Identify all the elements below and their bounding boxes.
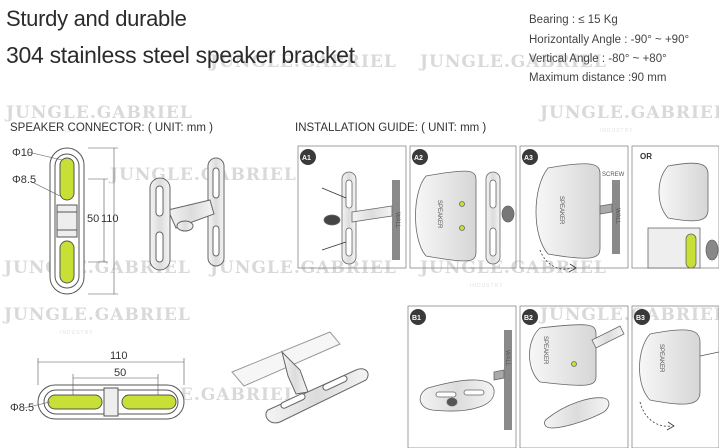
watermark-sub: INDUSTRY <box>60 128 94 134</box>
guide-section-title: INSTALLATION GUIDE: ( UNIT: mm ) <box>295 122 487 134</box>
panel-b1-illustration <box>419 330 512 430</box>
bracket-3d-bottom <box>231 331 369 424</box>
horizontal-connector-drawing <box>23 358 185 420</box>
bracket-3d-top <box>149 157 225 271</box>
watermark: JUNGLE.GABRIEL <box>540 103 719 123</box>
watermark: JUNGLE.GABRIEL <box>540 305 719 325</box>
speaker-label-a2: SPEAKER <box>436 200 442 229</box>
wall-label-a3: WALL <box>614 208 620 225</box>
wall-label-b1: WALL <box>504 350 510 367</box>
step-a2: A2 <box>414 155 423 162</box>
step-a1: A1 <box>302 155 311 162</box>
speaker-label-b3: SPEAKER <box>658 344 664 373</box>
spec-bearing: Bearing : ≤ 15 Kg <box>529 14 618 26</box>
watermark-sub: INDUSTRY <box>470 283 504 289</box>
watermark: JUNGLE.GABRIEL <box>6 103 193 123</box>
panel-b3-illustration <box>639 329 719 431</box>
heading-line-1: Sturdy and durable <box>6 6 187 31</box>
dim-110: 110 <box>101 213 119 225</box>
watermark-sub: INDUSTRY <box>60 330 94 336</box>
step-b3: B3 <box>636 315 645 322</box>
step-a3: A3 <box>524 155 533 162</box>
panel-a2-illustration <box>415 170 515 265</box>
speaker-label-a3: SPEAKER <box>558 196 564 225</box>
dim-50-horizontal: 50 <box>114 367 126 379</box>
slot-left <box>47 394 103 410</box>
slot-bottom <box>59 240 75 284</box>
wall-label-a1: WALL <box>394 212 400 229</box>
step-b1: B1 <box>412 315 421 322</box>
panel-a1-illustration <box>321 171 400 265</box>
dim-phi85-top: Φ8.5 <box>12 174 36 186</box>
panel-b2-illustration <box>529 324 625 429</box>
panel-or-illustration <box>647 162 719 269</box>
speaker-label-b2: SPEAKER <box>542 336 548 365</box>
guide-panels <box>297 145 719 448</box>
dim-phi10: Φ10 <box>12 147 33 159</box>
dim-50: 50 <box>87 213 99 225</box>
dim-110-horizontal: 110 <box>110 350 128 362</box>
spec-horizontal-angle: Horizontally Angle : -90° ~ +90° <box>529 34 690 46</box>
step-b2: B2 <box>524 315 533 322</box>
screw-label-a3: SCREW <box>602 172 625 178</box>
spec-max-distance: Maximum distance :90 mm <box>529 72 667 84</box>
watermark: JUNGLE.GABRIEL <box>210 52 397 72</box>
dim-phi85-bottom: Φ8.5 <box>10 402 34 414</box>
step-badges: A1 A2 A3 OR B1 B2 B3 <box>300 149 652 325</box>
watermark: JUNGLE.GABRIEL <box>4 305 191 325</box>
slot-right <box>121 394 177 410</box>
panel-a3-illustration <box>535 163 620 273</box>
heading-line-2: 304 stainless steel speaker bracket <box>6 42 355 68</box>
step-or: OR <box>640 152 652 161</box>
spec-vertical-angle: Vertical Angle : -80° ~ +80° <box>529 53 667 65</box>
vertical-connector-drawing <box>27 147 118 295</box>
slot-top <box>59 157 75 201</box>
watermark: JUNGLE.GABRIEL <box>420 52 607 72</box>
connector-section-title: SPEAKER CONNECTOR: ( UNIT: mm ) <box>10 122 213 134</box>
watermark-sub: INDUSTRY <box>600 128 634 134</box>
